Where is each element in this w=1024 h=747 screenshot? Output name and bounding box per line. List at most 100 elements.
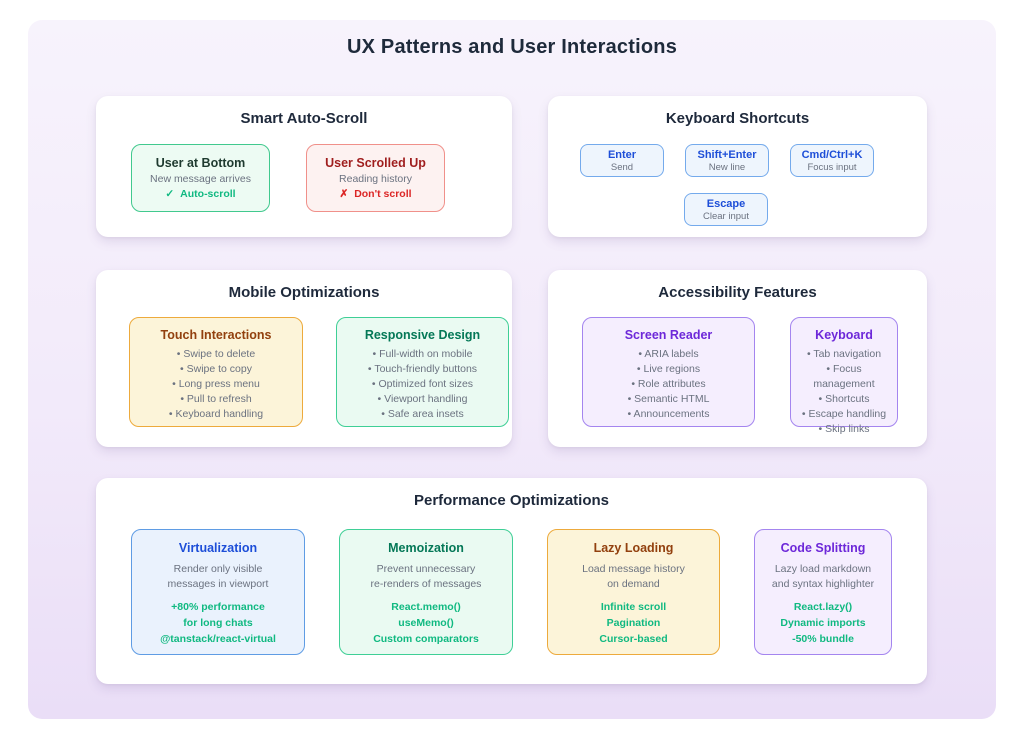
list-item: • Role attributes — [631, 378, 706, 390]
stat-line: React.memo() — [391, 601, 461, 613]
stat-line: @tanstack/react-virtual — [160, 633, 276, 645]
list-item: • Announcements — [627, 408, 710, 420]
card-user-at-bottom: User at Bottom New message arrives ✓ Aut… — [131, 144, 270, 212]
card-subtitle: New message arrives — [150, 173, 251, 185]
check-icon: ✓ — [165, 188, 175, 200]
stat-line: Infinite scroll — [600, 601, 667, 613]
status-label: Auto-scroll — [180, 188, 236, 200]
card-virtualization: Virtualization Render only visible messa… — [131, 529, 305, 655]
list-item: • Keyboard handling — [168, 408, 264, 420]
card-title: User at Bottom — [155, 156, 246, 170]
stat-line: useMemo() — [398, 617, 454, 629]
shortcut-key-enter: Enter Send — [580, 144, 664, 177]
stat-line: Custom comparators — [373, 633, 479, 645]
key-action: Send — [610, 161, 634, 173]
card-description: and syntax highlighter — [771, 578, 875, 590]
list-item: • Safe area insets — [381, 408, 464, 420]
card-status: ✓ Auto-scroll — [165, 188, 235, 200]
card-screen-reader: Screen Reader • ARIA labels • Live regio… — [582, 317, 755, 427]
list-item: • Full-width on mobile — [372, 348, 473, 360]
card-stats: Infinite scroll Pagination Cursor-based — [548, 599, 719, 647]
list-item: • Live regions — [636, 363, 701, 375]
accessibility-cards-row: Screen Reader • ARIA labels • Live regio… — [548, 317, 927, 435]
shortcut-key-cmd-ctrl-k: Cmd/Ctrl+K Focus input — [790, 144, 874, 177]
list-item: • Swipe to delete — [176, 348, 256, 360]
stat-line: React.lazy() — [793, 601, 853, 613]
section-accessibility-features: Accessibility Features Screen Reader • A… — [548, 270, 927, 447]
key-action: Clear input — [703, 210, 749, 222]
list-item: • Focus management — [813, 363, 875, 390]
shortcut-keys-row-2: Escape Clear input — [548, 193, 927, 226]
list-item: • Viewport handling — [377, 393, 468, 405]
card-touch-interactions: Touch Interactions • Swipe to delete • S… — [129, 317, 303, 427]
stat-line: for long chats — [183, 617, 253, 629]
list-item: • Skip links — [818, 423, 870, 435]
card-stats: React.lazy() Dynamic imports -50% bundle — [755, 599, 891, 647]
card-title: Memoization — [388, 541, 464, 555]
key-label: Enter — [607, 148, 637, 161]
stat-line: +80% performance — [171, 601, 265, 613]
section-smart-auto-scroll: Smart Auto-Scroll User at Bottom New mes… — [96, 96, 512, 237]
stat-line: Pagination — [606, 617, 661, 629]
section-heading-accessibility: Accessibility Features — [658, 284, 817, 301]
performance-cards-row: Virtualization Render only visible messa… — [96, 529, 927, 655]
card-description: on demand — [607, 578, 660, 590]
shortcut-key-shift-enter: Shift+Enter New line — [685, 144, 769, 177]
stat-line: -50% bundle — [792, 633, 854, 645]
status-label: Don't scroll — [354, 188, 412, 200]
section-heading-keyboard-shortcuts: Keyboard Shortcuts — [665, 110, 810, 127]
auto-scroll-cards-row: User at Bottom New message arrives ✓ Aut… — [96, 144, 512, 212]
list-item: • Long press menu — [172, 378, 260, 390]
card-description: messages in viewport — [167, 578, 269, 590]
card-subtitle: Reading history — [339, 173, 412, 185]
key-action: New line — [708, 161, 746, 173]
key-label: Escape — [706, 197, 746, 210]
card-title: Keyboard — [815, 328, 873, 342]
list-item: • Tab navigation — [806, 348, 882, 360]
shortcut-key-escape: Escape Clear input — [684, 193, 768, 226]
list-item: • Escape handling — [801, 408, 887, 420]
section-heading-auto-scroll: Smart Auto-Scroll — [240, 110, 368, 127]
list-item: • Swipe to copy — [180, 363, 252, 375]
key-label: Shift+Enter — [697, 148, 757, 161]
list-item: • Shortcuts — [818, 393, 870, 405]
card-title: Screen Reader — [624, 328, 713, 342]
card-title: User Scrolled Up — [325, 156, 426, 170]
card-memoization: Memoization Prevent unnecessary re-rende… — [339, 529, 513, 655]
card-title: Lazy Loading — [593, 541, 674, 555]
card-keyboard: Keyboard • Tab navigation • Focus manage… — [790, 317, 898, 435]
card-description: Lazy load markdown — [774, 563, 872, 575]
card-title: Touch Interactions — [160, 328, 272, 342]
page-title: UX Patterns and User Interactions — [346, 36, 678, 58]
card-description: re-renders of messages — [370, 578, 482, 590]
card-stats: React.memo() useMemo() Custom comparator… — [340, 599, 512, 647]
list-item: • Semantic HTML — [627, 393, 710, 405]
card-description: Render only visible — [173, 563, 263, 575]
shortcut-keys-row-1: Enter Send Shift+Enter New line Cmd/Ctrl… — [548, 144, 927, 177]
list-item: • ARIA labels — [638, 348, 699, 360]
list-item: • Optimized font sizes — [371, 378, 474, 390]
card-description: Load message history — [582, 563, 685, 575]
card-title: Responsive Design — [364, 328, 481, 342]
section-performance-optimizations: Performance Optimizations Virtualization… — [96, 478, 927, 684]
section-mobile-optimizations: Mobile Optimizations Touch Interactions … — [96, 270, 512, 447]
card-stats: +80% performance for long chats @tanstac… — [132, 599, 304, 647]
card-description: Prevent unnecessary — [376, 563, 476, 575]
card-code-splitting: Code Splitting Lazy load markdown and sy… — [754, 529, 892, 655]
card-title: Virtualization — [178, 541, 258, 555]
section-keyboard-shortcuts: Keyboard Shortcuts Enter Send Shift+Ente… — [548, 96, 927, 237]
card-lazy-loading: Lazy Loading Load message history on dem… — [547, 529, 720, 655]
stat-line: Dynamic imports — [780, 617, 866, 629]
key-action: Focus input — [807, 161, 857, 173]
stat-line: Cursor-based — [599, 633, 668, 645]
list-item: • Touch-friendly buttons — [367, 363, 478, 375]
section-heading-performance: Performance Optimizations — [413, 492, 610, 509]
list-item: • Pull to refresh — [180, 393, 252, 405]
key-label: Cmd/Ctrl+K — [801, 148, 863, 161]
mobile-cards-row: Touch Interactions • Swipe to delete • S… — [96, 317, 512, 427]
card-status: ✗ Don't scroll — [339, 188, 411, 200]
card-user-scrolled-up: User Scrolled Up Reading history ✗ Don't… — [306, 144, 445, 212]
section-heading-mobile-optimizations: Mobile Optimizations — [228, 284, 380, 301]
x-icon: ✗ — [339, 188, 349, 200]
